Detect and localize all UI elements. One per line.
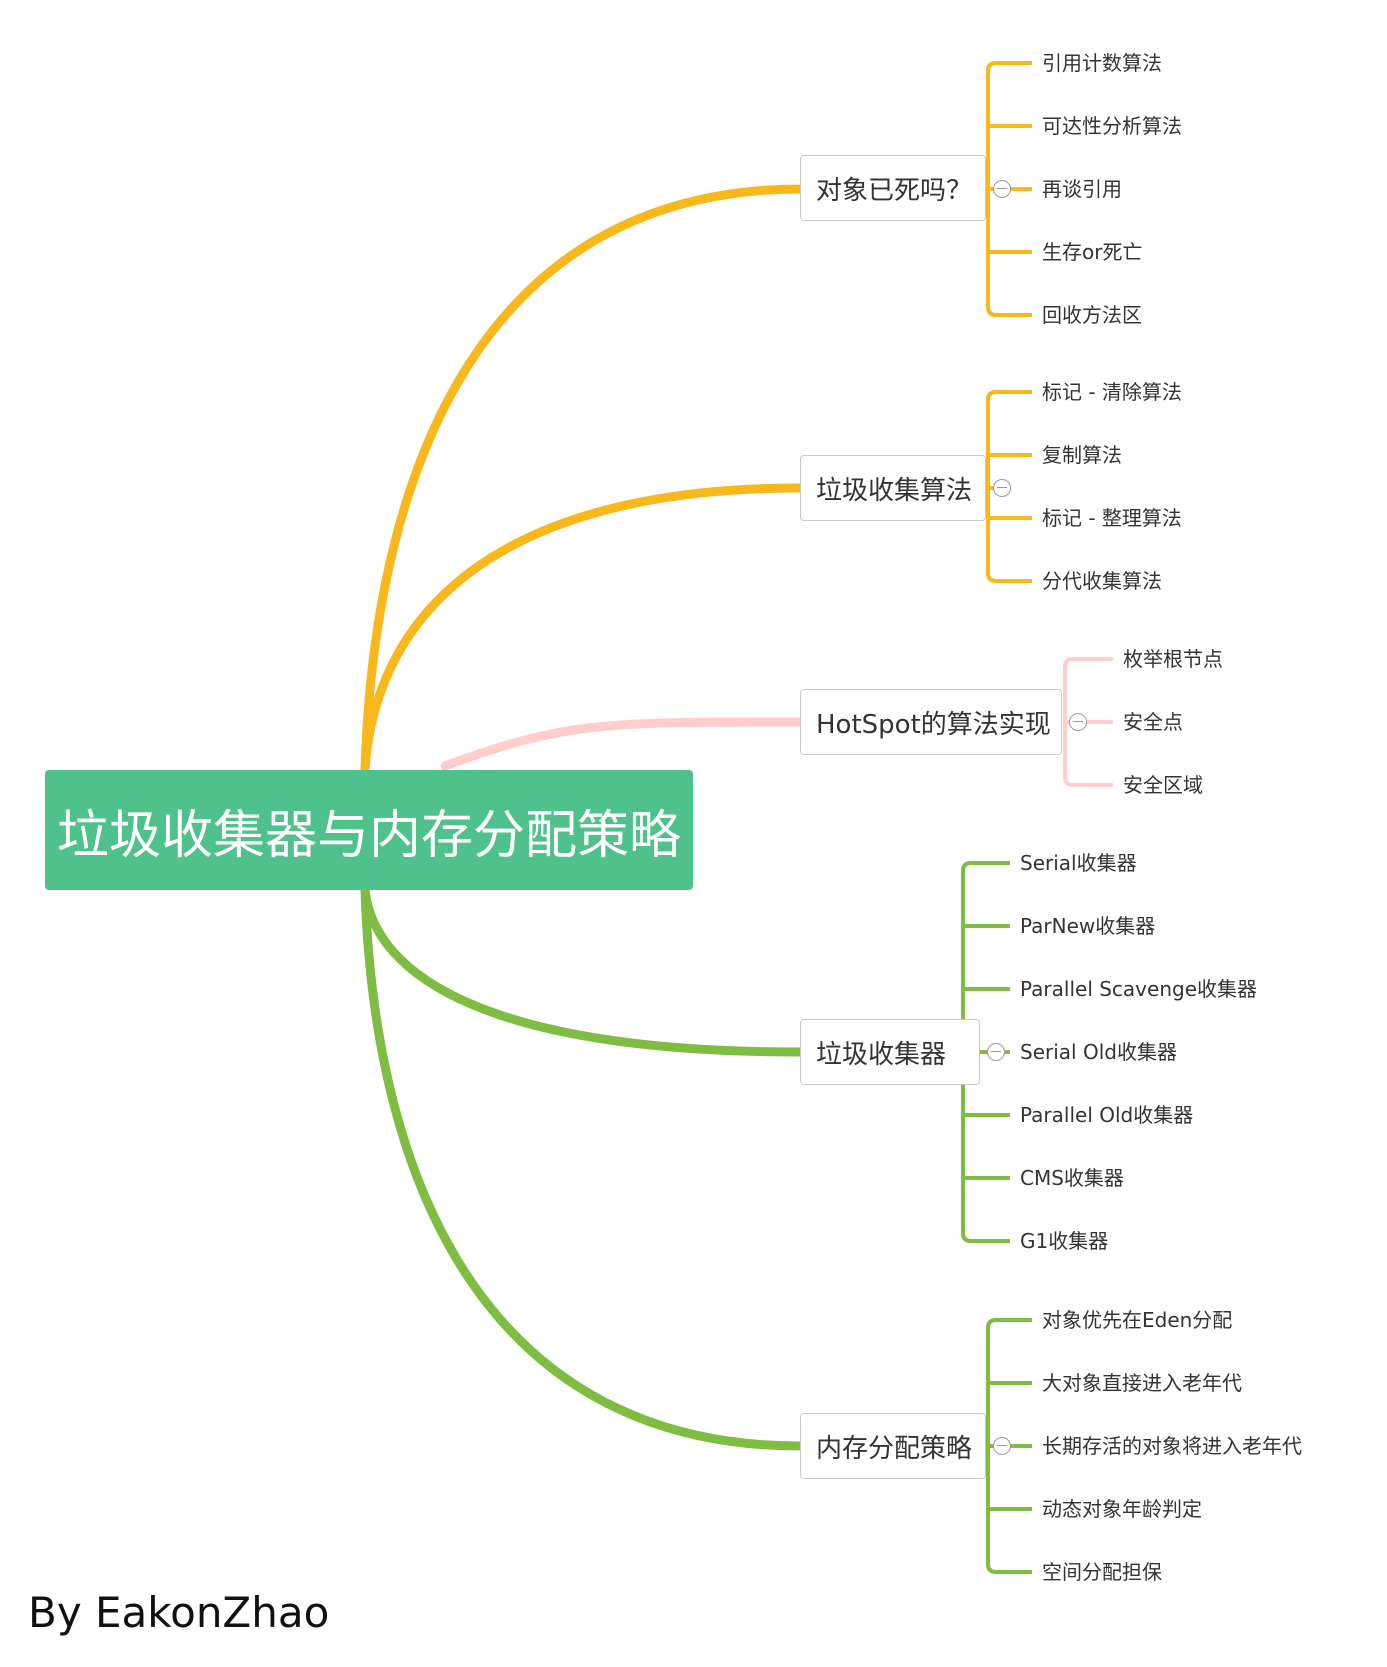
branch-2-subtopic[interactable]: 标记 - 清除算法 (1042, 380, 1182, 404)
root-topic[interactable]: 垃圾收集器与内存分配策略 (45, 770, 693, 890)
branch-5-subtopic[interactable]: 空间分配担保 (1042, 1560, 1162, 1584)
branch-3-subtopic[interactable]: 安全区域 (1123, 773, 1203, 797)
branch-3-collapse-icon[interactable] (1069, 713, 1087, 731)
branch-1-connector (360, 184, 805, 775)
branch-2-connector (360, 483, 805, 775)
branch-4-subtopic[interactable]: Parallel Old收集器 (1020, 1103, 1194, 1127)
branch-2-bracket (986, 390, 1032, 583)
branch-5-connector (360, 885, 805, 1451)
branch-4-subtopic[interactable]: Parallel Scavenge收集器 (1020, 977, 1257, 1001)
branch-2-subtopic[interactable]: 分代收集算法 (1042, 569, 1162, 593)
branch-4-connector (360, 885, 805, 1057)
branch-2-topic[interactable]: 垃圾收集算法 (800, 455, 986, 521)
branch-3-connector (440, 717, 805, 771)
branch-4-collapse-icon[interactable] (987, 1043, 1005, 1061)
branch-1-subtopic[interactable]: 可达性分析算法 (1042, 114, 1182, 138)
branch-1-subtopic[interactable]: 生存or死亡 (1042, 240, 1143, 264)
branch-4-subtopic[interactable]: CMS收集器 (1020, 1166, 1124, 1190)
branch-4-topic[interactable]: 垃圾收集器 (800, 1019, 980, 1085)
branch-4-subtopic[interactable]: Serial Old收集器 (1020, 1040, 1177, 1064)
branch-1-subtopic[interactable]: 回收方法区 (1042, 303, 1142, 327)
branch-5-subtopic[interactable]: 大对象直接进入老年代 (1042, 1371, 1242, 1395)
branch-3-subtopic[interactable]: 安全点 (1123, 710, 1183, 734)
branch-4-subtopic[interactable]: Serial收集器 (1020, 851, 1137, 875)
branch-3-subtopic[interactable]: 枚举根节点 (1123, 647, 1223, 671)
branch-5-subtopic[interactable]: 动态对象年龄判定 (1042, 1497, 1202, 1521)
branch-5-subtopic[interactable]: 长期存活的对象将进入老年代 (1042, 1434, 1302, 1458)
branch-1-subtopic[interactable]: 引用计数算法 (1042, 51, 1162, 75)
author-credit: By EakonZhao (28, 1588, 330, 1637)
branch-4-subtopic[interactable]: ParNew收集器 (1020, 914, 1156, 938)
branch-5-collapse-icon[interactable] (993, 1437, 1011, 1455)
branch-2-collapse-icon[interactable] (993, 479, 1011, 497)
branch-1-subtopic[interactable]: 再谈引用 (1042, 177, 1122, 201)
branch-3-topic[interactable]: HotSpot的算法实现 (800, 689, 1062, 755)
branch-4-subtopic[interactable]: G1收集器 (1020, 1229, 1109, 1253)
branch-5-topic[interactable]: 内存分配策略 (800, 1413, 986, 1479)
branch-5-subtopic[interactable]: 对象优先在Eden分配 (1042, 1308, 1233, 1332)
branch-1-collapse-icon[interactable] (993, 180, 1011, 198)
branch-2-subtopic[interactable]: 复制算法 (1042, 443, 1122, 467)
branch-1-topic[interactable]: 对象已死吗？ (800, 155, 986, 221)
branch-2-subtopic[interactable]: 标记 - 整理算法 (1042, 506, 1182, 530)
